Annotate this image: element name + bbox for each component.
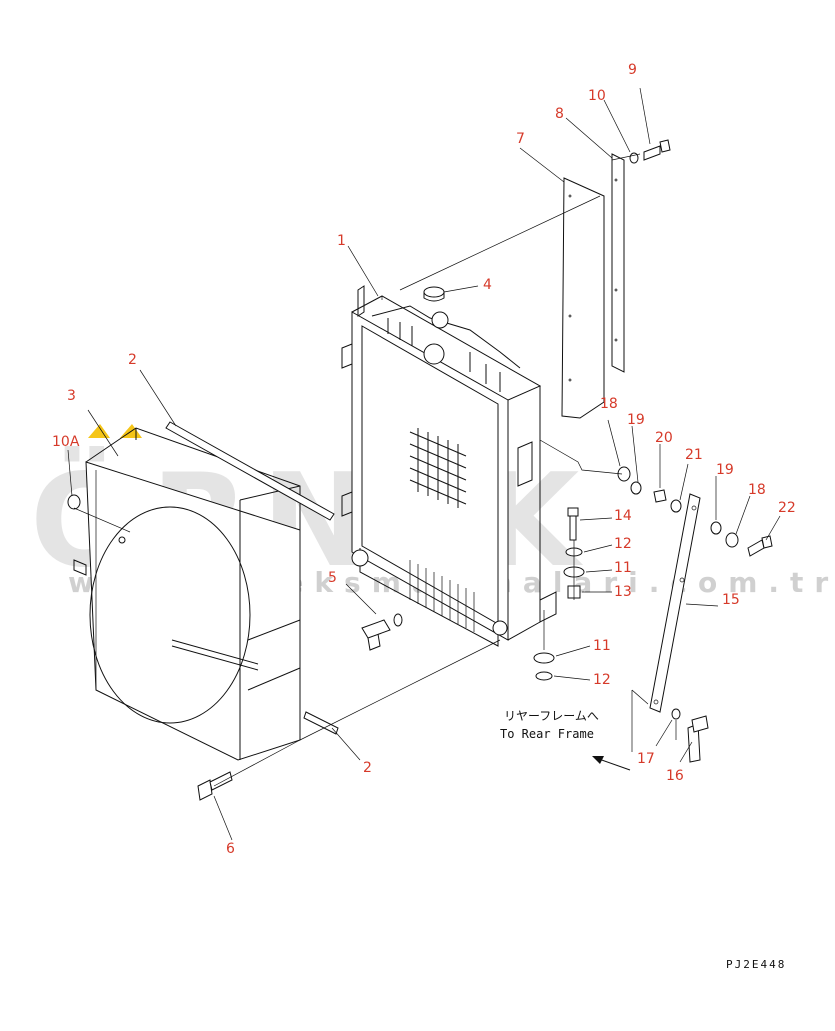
stay-link <box>649 493 701 713</box>
callout-21: 21 <box>685 447 703 463</box>
washer-10a <box>67 494 81 510</box>
callout-8: 8 <box>555 106 564 122</box>
washer-18-lower <box>725 532 739 548</box>
collar-20 <box>653 489 667 503</box>
callout-20: 20 <box>655 430 673 446</box>
callout-5: 5 <box>328 570 337 586</box>
bolt-9 <box>643 139 671 161</box>
radiator-core-mesh <box>409 428 467 508</box>
cushion-11-lower <box>533 652 555 664</box>
washer-18-upper <box>617 466 631 482</box>
radiator-assembly <box>341 285 557 647</box>
callout-18-upper: 18 <box>600 396 618 412</box>
nut-21 <box>670 499 682 513</box>
callout-labels: 1 2 2 3 4 5 6 7 8 9 10 10A 11 11 12 12 1… <box>52 62 796 857</box>
callout-10: 10 <box>588 88 606 104</box>
radiator-cap <box>423 286 445 302</box>
callout-17: 17 <box>637 751 655 767</box>
callout-14: 14 <box>614 508 632 524</box>
callout-16: 16 <box>666 768 684 784</box>
note-english: To Rear Frame <box>500 727 594 741</box>
callout-19-lower: 19 <box>716 462 734 478</box>
leader-lines <box>67 87 781 841</box>
seal-strip-bottom <box>303 711 339 735</box>
callout-11-upper: 11 <box>614 560 632 576</box>
callout-3: 3 <box>67 388 76 404</box>
side-cover-plate <box>561 177 605 419</box>
bolt-22 <box>747 535 773 557</box>
bolt-16 <box>687 715 709 763</box>
watermark-accent-icon <box>88 424 142 438</box>
callout-22: 22 <box>778 500 796 516</box>
callout-2-top: 2 <box>128 352 137 368</box>
callout-12-upper: 12 <box>614 536 632 552</box>
washer-19-lower <box>710 521 722 535</box>
callout-7: 7 <box>516 131 525 147</box>
seal-strip-top <box>165 421 335 521</box>
to-rear-frame-arrow <box>592 756 631 771</box>
washer-12-lower <box>535 671 553 681</box>
bolt-6 <box>197 771 233 801</box>
callout-10a: 10A <box>52 434 80 450</box>
callout-9: 9 <box>628 62 637 78</box>
callout-19-upper: 19 <box>627 412 645 428</box>
mount-bolt-14 <box>567 507 579 541</box>
side-seal-plate <box>611 153 625 373</box>
callout-6: 6 <box>226 841 235 857</box>
callout-1: 1 <box>337 233 346 249</box>
washer-19-upper <box>630 481 642 495</box>
callout-2-bottom: 2 <box>363 760 372 776</box>
callout-15: 15 <box>722 592 740 608</box>
washer-17 <box>671 708 681 720</box>
callout-4: 4 <box>483 277 492 293</box>
callout-12-lower: 12 <box>593 672 611 688</box>
callout-11-lower: 11 <box>593 638 611 654</box>
note-japanese: リヤーフレームへ <box>504 709 599 723</box>
drain-cock <box>361 613 403 651</box>
assembly-lines <box>73 153 677 787</box>
callout-13: 13 <box>614 584 632 600</box>
callout-18-lower: 18 <box>748 482 766 498</box>
drawing-code: PJ2E448 <box>726 958 786 971</box>
